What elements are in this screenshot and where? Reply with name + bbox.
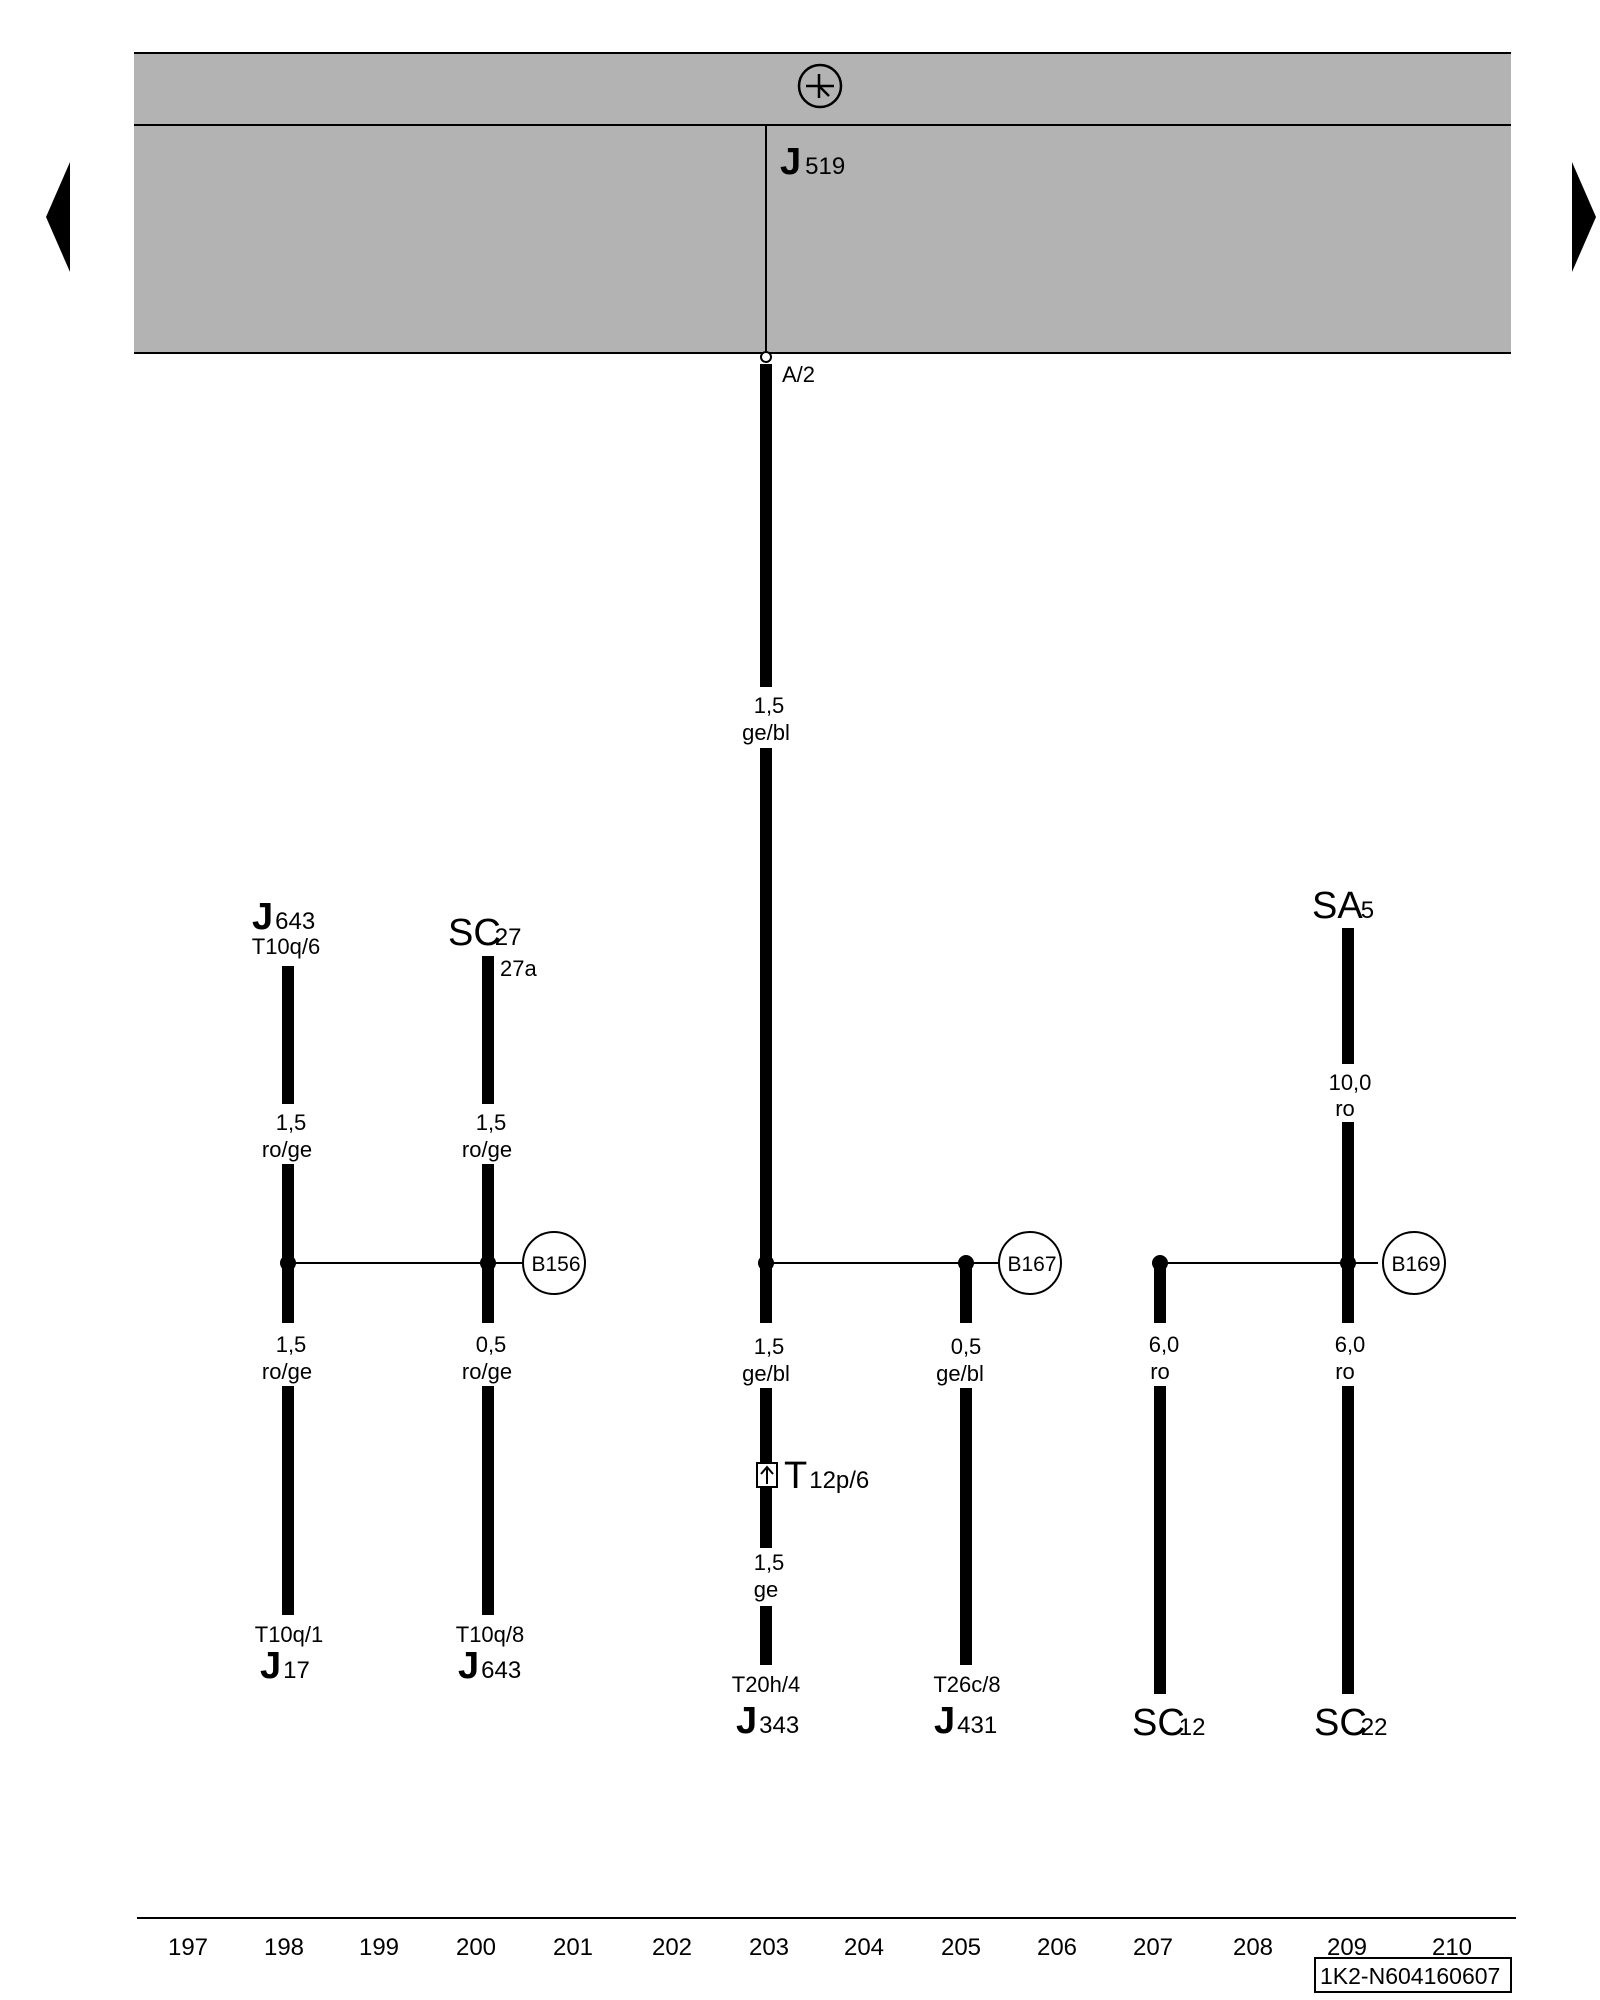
module-pin-label: A/2 [782, 362, 815, 387]
track-numbers: 197 198 199 200 201 202 203 204 205 206 207 208 209 2… [168, 1934, 1472, 1961]
wire-color: ge/bl [742, 1361, 790, 1386]
wire-size: 0,5 [951, 1334, 982, 1359]
junction-b169: B169 [1382, 1231, 1446, 1295]
track-number: 208 [1233, 1934, 1273, 1961]
track-number: 198 [264, 1934, 304, 1961]
wire-color: ge [754, 1577, 778, 1602]
wire-size: 1,5 [754, 693, 785, 718]
connector-pin-icon [756, 1462, 778, 1488]
diagram-id: 1K2-N604160607 [1320, 1963, 1500, 1989]
pin-label: T10q/8 [456, 1622, 525, 1647]
wire-size: 6,0 [1149, 1332, 1180, 1357]
wire-size: 1,5 [476, 1110, 507, 1135]
track-number: 204 [844, 1934, 884, 1961]
component-label-j431: J431 [934, 1700, 997, 1742]
component-label-sc27: SC27 [448, 912, 522, 954]
track-number: 199 [359, 1934, 399, 1961]
nav-next-arrow-icon[interactable] [1572, 162, 1596, 272]
track-number: 209 [1327, 1934, 1367, 1961]
wire-color: ro/ge [262, 1359, 312, 1384]
track-number: 200 [456, 1934, 496, 1961]
wire-color: ro/ge [462, 1359, 512, 1384]
module-panel [134, 53, 1511, 353]
component-label-j17: J17 [260, 1645, 310, 1687]
wire-size: 1,5 [276, 1110, 307, 1135]
track-number: 206 [1037, 1934, 1077, 1961]
wire-size: 1,5 [754, 1550, 785, 1575]
track-number: 201 [553, 1934, 593, 1961]
pin-label: T26c/8 [933, 1672, 1000, 1697]
wire-size: 0,5 [476, 1332, 507, 1357]
track-number: 203 [749, 1934, 789, 1961]
wire-color: ro/ge [462, 1137, 512, 1162]
connector-label: T12p/6 [784, 1455, 869, 1497]
svg-text:B156: B156 [531, 1253, 580, 1276]
track-number: 202 [652, 1934, 692, 1961]
diagram-id-box [1314, 1957, 1512, 1993]
nav-prev-arrow-icon[interactable] [46, 162, 70, 272]
pin-label: 27a [500, 956, 537, 981]
wire-color: ge/bl [936, 1361, 984, 1386]
component-label-sc22: SC22 [1314, 1702, 1388, 1744]
svg-text:B169: B169 [1391, 1253, 1440, 1276]
track-number: 207 [1133, 1934, 1173, 1961]
wire-size: 1,5 [276, 1332, 307, 1357]
terminal-30-fuse-icon [797, 63, 843, 109]
pin-label: T20h/4 [732, 1672, 801, 1697]
component-label-j343: J343 [736, 1700, 799, 1742]
track-number: 210 [1432, 1934, 1472, 1961]
pin-label: T10q/6 [252, 934, 321, 959]
wire-size: 1,5 [754, 1334, 785, 1359]
junction-b167: B167 [998, 1231, 1062, 1295]
component-label-j643-bottom: J643 [458, 1645, 521, 1687]
wire-color: ge/bl [742, 720, 790, 745]
wire-color: ro [1335, 1359, 1355, 1384]
track-number: 197 [168, 1934, 208, 1961]
pin-label: T10q/1 [255, 1622, 324, 1647]
wire-color: ro [1150, 1359, 1170, 1384]
component-label-sc12: SC12 [1132, 1702, 1206, 1744]
component-label-j643-top: J643 [252, 896, 315, 938]
svg-text:B167: B167 [1007, 1253, 1056, 1276]
junction-b156: B156 [522, 1231, 586, 1295]
wire-size: 10,0 [1329, 1070, 1372, 1095]
wire-color: ro [1335, 1096, 1355, 1121]
component-label-sa5: SA5 [1312, 885, 1374, 927]
module-pin-terminal [760, 351, 772, 363]
wire-size: 6,0 [1335, 1332, 1366, 1357]
wire-color: ro/ge [262, 1137, 312, 1162]
track-number: 205 [941, 1934, 981, 1961]
